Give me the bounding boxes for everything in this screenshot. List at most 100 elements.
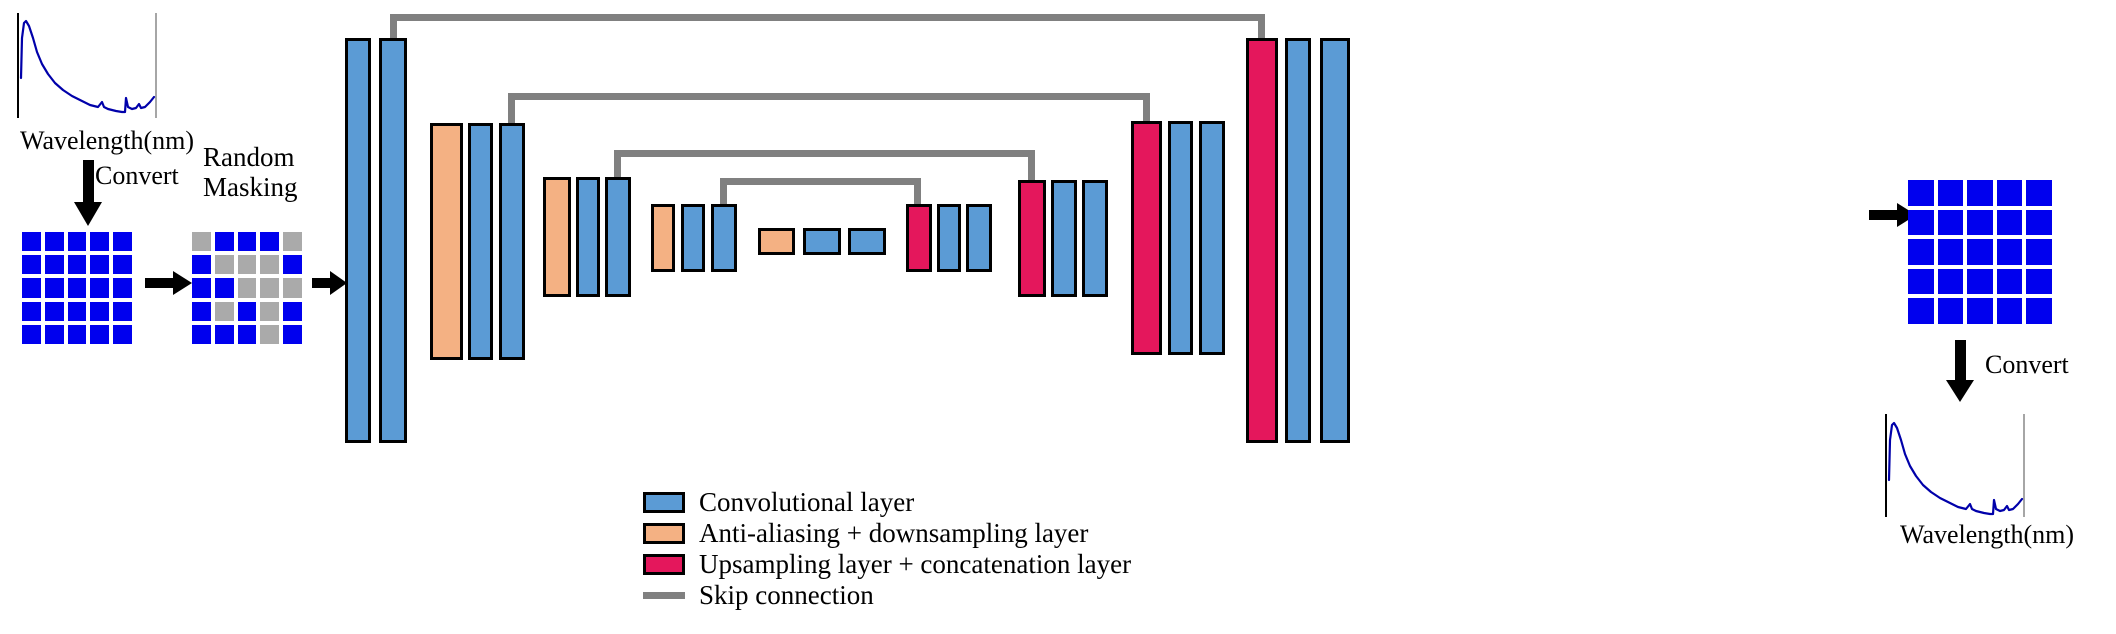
legend-swatch-convolutional (643, 492, 685, 513)
pixel-cell (1908, 268, 1934, 295)
pixel-cell (1908, 180, 1934, 206)
random-masking-line-1: Random (203, 142, 295, 172)
legend: Convolutional layer Anti-aliasing + down… (643, 487, 1131, 611)
convert-label-output: Convert (1985, 350, 2069, 379)
pixel-cell (1908, 298, 1934, 324)
pixel-cell (260, 301, 280, 321)
legend-item-downsampling: Anti-aliasing + downsampling layer (643, 518, 1131, 549)
legend-item-skip-connection: Skip connection (643, 580, 1131, 611)
pixel-cell (1996, 209, 2023, 236)
convolutional-layer-block (576, 177, 600, 297)
pixel-cell (22, 232, 41, 252)
pixel-cell (2026, 209, 2052, 236)
skip-connection-1-left-stub (390, 14, 397, 40)
output-pixel-grid (1908, 180, 2052, 324)
pixel-cell (1967, 298, 1993, 324)
input-pixel-grid (22, 232, 132, 344)
upsampling-layer-block (1131, 121, 1162, 355)
downsampling-layer-block (543, 177, 571, 297)
convolutional-layer-block (937, 204, 961, 272)
pixel-cell (214, 255, 234, 275)
convolutional-layer-block (1051, 180, 1077, 297)
pixel-cell (283, 278, 302, 298)
pixel-cell (1937, 298, 1964, 324)
pixel-cell (22, 278, 41, 298)
legend-label-skip-connection: Skip connection (699, 580, 874, 610)
pixel-cell (192, 278, 211, 298)
convolutional-layer-block (1199, 121, 1225, 355)
skip-connection-4-left-stub (720, 178, 727, 206)
legend-item-upsampling: Upsampling layer + concatenation layer (643, 549, 1131, 580)
pixel-cell (237, 278, 257, 298)
pixel-cell (260, 232, 280, 252)
pixel-cell (237, 232, 257, 252)
convolutional-layer-block (1168, 121, 1193, 355)
skip-connection-3-left-stub (614, 150, 621, 180)
pixel-cell (1967, 268, 1993, 295)
pixel-cell (1937, 239, 1964, 265)
pixel-cell (113, 324, 132, 344)
pixel-cell (67, 324, 87, 344)
downsampling-layer-block (430, 123, 463, 360)
skip-connection-2-right-stub (1143, 93, 1150, 125)
legend-label-downsampling: Anti-aliasing + downsampling layer (699, 518, 1089, 548)
random-masking-line-2: Masking (203, 172, 298, 202)
input-spectrum-plot (12, 8, 162, 123)
convolutional-layer-block (1082, 180, 1108, 297)
pixel-cell (214, 278, 234, 298)
pixel-cell (90, 255, 110, 275)
pixel-cell (2026, 298, 2052, 324)
convolutional-layer-block (966, 204, 992, 272)
skip-connection-3-right-stub (1028, 150, 1035, 182)
pixel-cell (260, 324, 280, 344)
pixel-cell (2026, 268, 2052, 295)
legend-swatch-downsampling (643, 523, 685, 544)
convolutional-layer-block (1285, 38, 1311, 443)
pixel-cell (2026, 180, 2052, 206)
pixel-cell (192, 324, 211, 344)
masked-pixel-grid (192, 232, 302, 344)
downsampling-layer-block (651, 204, 675, 272)
pixel-cell (260, 255, 280, 275)
pixel-cell (22, 255, 41, 275)
convolutional-layer-block (499, 123, 525, 360)
pixel-cell (214, 232, 234, 252)
pixel-cell (90, 278, 110, 298)
input-spectrum-axis-label: Wavelength(nm) (20, 126, 195, 155)
pixel-cell (90, 301, 110, 321)
pixel-cell (1996, 298, 2023, 324)
legend-swatch-upsampling (643, 554, 685, 575)
pixel-cell (22, 324, 41, 344)
pixel-cell (113, 232, 132, 252)
convert-label-input: Convert (95, 161, 179, 190)
pixel-cell (237, 301, 257, 321)
pixel-cell (237, 324, 257, 344)
random-masking-label: Random Masking (203, 142, 298, 202)
convolutional-layer-block (468, 123, 493, 360)
upsampling-layer-block (906, 204, 932, 272)
legend-label-upsampling: Upsampling layer + concatenation layer (699, 549, 1132, 579)
pixel-cell (67, 232, 87, 252)
pixel-cell (44, 232, 64, 252)
output-spectrum-plot (1880, 412, 2030, 522)
pixel-cell (1908, 209, 1934, 236)
pixel-cell (113, 278, 132, 298)
pixel-cell (260, 278, 280, 298)
skip-connection-2-top (511, 93, 1148, 100)
skip-connection-3-top (617, 150, 1033, 157)
legend-swatch-skip-connection (643, 592, 685, 599)
arrow-to-output-grid (1869, 200, 1917, 235)
arrow-to-network (312, 268, 348, 303)
pixel-cell (44, 255, 64, 275)
convolutional-layer-block (379, 38, 407, 443)
convert-arrow-down-output (1942, 340, 1978, 409)
pixel-cell (44, 278, 64, 298)
arrow-to-masking (145, 268, 193, 303)
pixel-cell (283, 324, 302, 344)
pixel-cell (67, 255, 87, 275)
convolutional-layer-block (345, 38, 371, 443)
convolutional-layer-block (711, 204, 737, 272)
pixel-cell (1996, 180, 2023, 206)
pixel-cell (44, 324, 64, 344)
